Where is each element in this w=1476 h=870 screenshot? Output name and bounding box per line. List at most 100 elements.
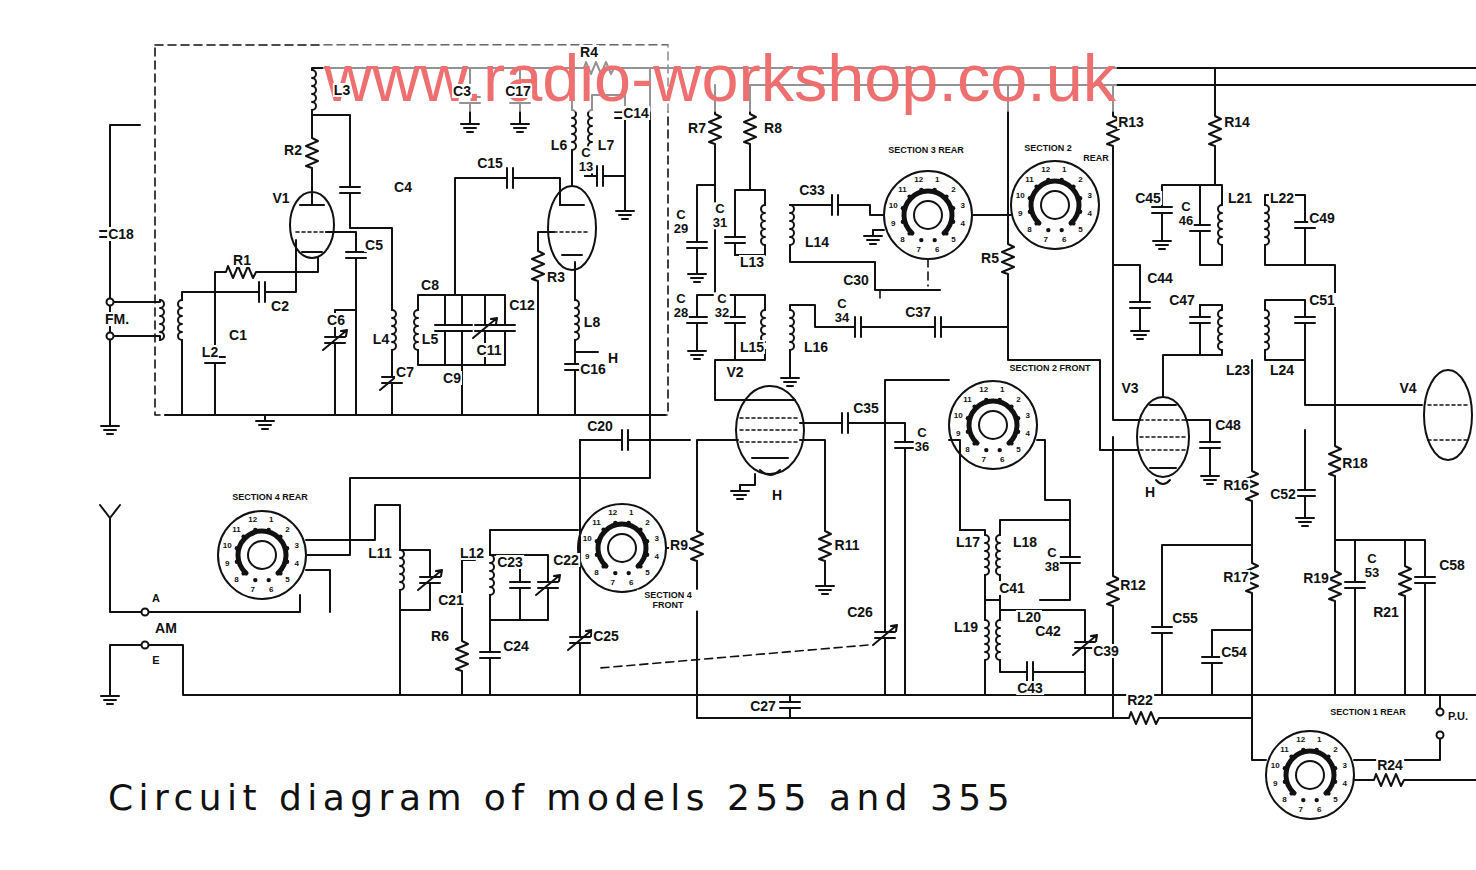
wire bbox=[1162, 360, 1266, 760]
terminal bbox=[1437, 709, 1444, 716]
wire bbox=[538, 232, 554, 415]
pin-number: 12 bbox=[978, 386, 989, 394]
pin-number: 6 bbox=[999, 456, 1005, 464]
resistor-symbol bbox=[1329, 565, 1341, 605]
ground-symbol bbox=[864, 230, 882, 244]
part-label: L8 bbox=[583, 315, 601, 329]
part-label: V2 bbox=[725, 365, 744, 379]
part-label: R13 bbox=[1117, 115, 1145, 129]
pin-number: 8 bbox=[1026, 226, 1032, 234]
capacitor-symbol bbox=[495, 313, 515, 343]
part-label: L11 bbox=[367, 546, 392, 560]
variable-capacitor-symbol bbox=[873, 620, 897, 650]
part-label: L17 bbox=[955, 535, 981, 549]
capacitor-symbol bbox=[510, 570, 530, 600]
part-label: L5 bbox=[421, 332, 439, 346]
coil-symbol bbox=[985, 535, 989, 575]
part-label: R2 bbox=[283, 143, 303, 157]
ground-symbol bbox=[256, 415, 274, 429]
capacitor-symbol bbox=[1202, 645, 1222, 675]
part-label: R8 bbox=[763, 121, 783, 135]
pin-number: 12 bbox=[247, 516, 258, 524]
pin-number: 6 bbox=[268, 586, 274, 594]
part-label: C 28 bbox=[673, 292, 689, 319]
pin-number: 2 bbox=[284, 526, 290, 534]
pin-number: 8 bbox=[1281, 796, 1287, 804]
part-label: C17 bbox=[504, 84, 532, 98]
part-label: L23 bbox=[1225, 363, 1251, 377]
wire bbox=[165, 292, 665, 415]
resistor-symbol bbox=[456, 635, 468, 675]
ground-symbol bbox=[616, 205, 634, 219]
valve-grid bbox=[554, 231, 590, 233]
part-label: R21 bbox=[1372, 605, 1400, 619]
coil-symbol bbox=[790, 205, 794, 245]
pin-number: 3 bbox=[654, 535, 660, 543]
variable-capacitor-symbol bbox=[568, 625, 592, 655]
capacitor-symbol bbox=[346, 240, 366, 270]
pin-number: 10 bbox=[222, 542, 233, 550]
capacitor-symbol bbox=[1345, 570, 1365, 600]
part-label: C7 bbox=[395, 365, 415, 379]
terminal-label: E bbox=[151, 655, 160, 666]
part-label: L20 bbox=[1016, 610, 1042, 624]
coil-symbol bbox=[996, 535, 1000, 575]
pin-number: 9 bbox=[584, 553, 590, 561]
wire bbox=[418, 295, 505, 415]
capacitor-symbol bbox=[1190, 305, 1210, 335]
coil-symbol bbox=[160, 300, 164, 340]
pin-number: 11 bbox=[591, 519, 601, 527]
pin-number: 4 bbox=[1087, 210, 1093, 218]
pin-number: 10 bbox=[953, 412, 964, 420]
part-label: R1 bbox=[232, 253, 252, 267]
part-label: R7 bbox=[687, 121, 707, 135]
wire bbox=[1113, 437, 1252, 718]
valve-electrode bbox=[300, 205, 324, 252]
part-label: R9 bbox=[669, 538, 689, 552]
trimmer-symbol bbox=[473, 313, 497, 343]
resistor-symbol bbox=[691, 525, 703, 565]
part-label: R5 bbox=[980, 251, 1000, 265]
section-label: SECTION 3 REAR bbox=[887, 146, 965, 155]
capacitor-symbol bbox=[452, 313, 472, 343]
wire bbox=[1162, 68, 1305, 265]
trimmer-symbol bbox=[536, 570, 560, 600]
valve-grid bbox=[1428, 405, 1468, 440]
coil-symbol bbox=[1218, 310, 1222, 350]
pin-number: 12 bbox=[1040, 166, 1051, 174]
terminal-label: A bbox=[151, 593, 161, 604]
capacitor-symbol bbox=[820, 195, 850, 215]
wafer-switch bbox=[949, 381, 1037, 469]
terminal bbox=[107, 299, 114, 306]
pin-number: 6 bbox=[1316, 806, 1322, 814]
part-label: C22 bbox=[552, 553, 580, 567]
wire bbox=[1113, 265, 1140, 325]
if-amplifier-stage bbox=[1002, 68, 1472, 484]
pin-number: 10 bbox=[582, 535, 593, 543]
wire bbox=[100, 505, 300, 612]
part-label: R22 bbox=[1126, 693, 1154, 707]
pin-number: 11 bbox=[231, 526, 241, 534]
capacitor-symbol bbox=[1200, 430, 1220, 460]
ground-symbol bbox=[511, 118, 529, 132]
coil-symbol bbox=[985, 620, 989, 660]
coil-symbol bbox=[178, 300, 182, 340]
pin-number: 2 bbox=[950, 186, 956, 194]
pin-number: 12 bbox=[607, 509, 618, 517]
agc-line bbox=[697, 717, 1113, 719]
part-label: C5 bbox=[364, 238, 384, 252]
watermark: www.radio-workshop.co.uk bbox=[323, 45, 1117, 112]
part-label: C48 bbox=[1214, 418, 1242, 432]
part-label: C43 bbox=[1016, 681, 1044, 695]
pin-number: 7 bbox=[249, 586, 255, 594]
part-label: L7 bbox=[597, 138, 615, 152]
part-label: L14 bbox=[804, 235, 830, 249]
pin-number: 4 bbox=[1025, 430, 1031, 438]
part-label: C3 bbox=[452, 84, 472, 98]
pin-number: 2 bbox=[1332, 746, 1338, 754]
section-label: SECTION 2 bbox=[1023, 144, 1073, 153]
wire bbox=[462, 560, 475, 695]
part-label: C9 bbox=[442, 371, 462, 385]
part-label: L19 bbox=[953, 620, 979, 634]
pin-number: 3 bbox=[1087, 192, 1093, 200]
